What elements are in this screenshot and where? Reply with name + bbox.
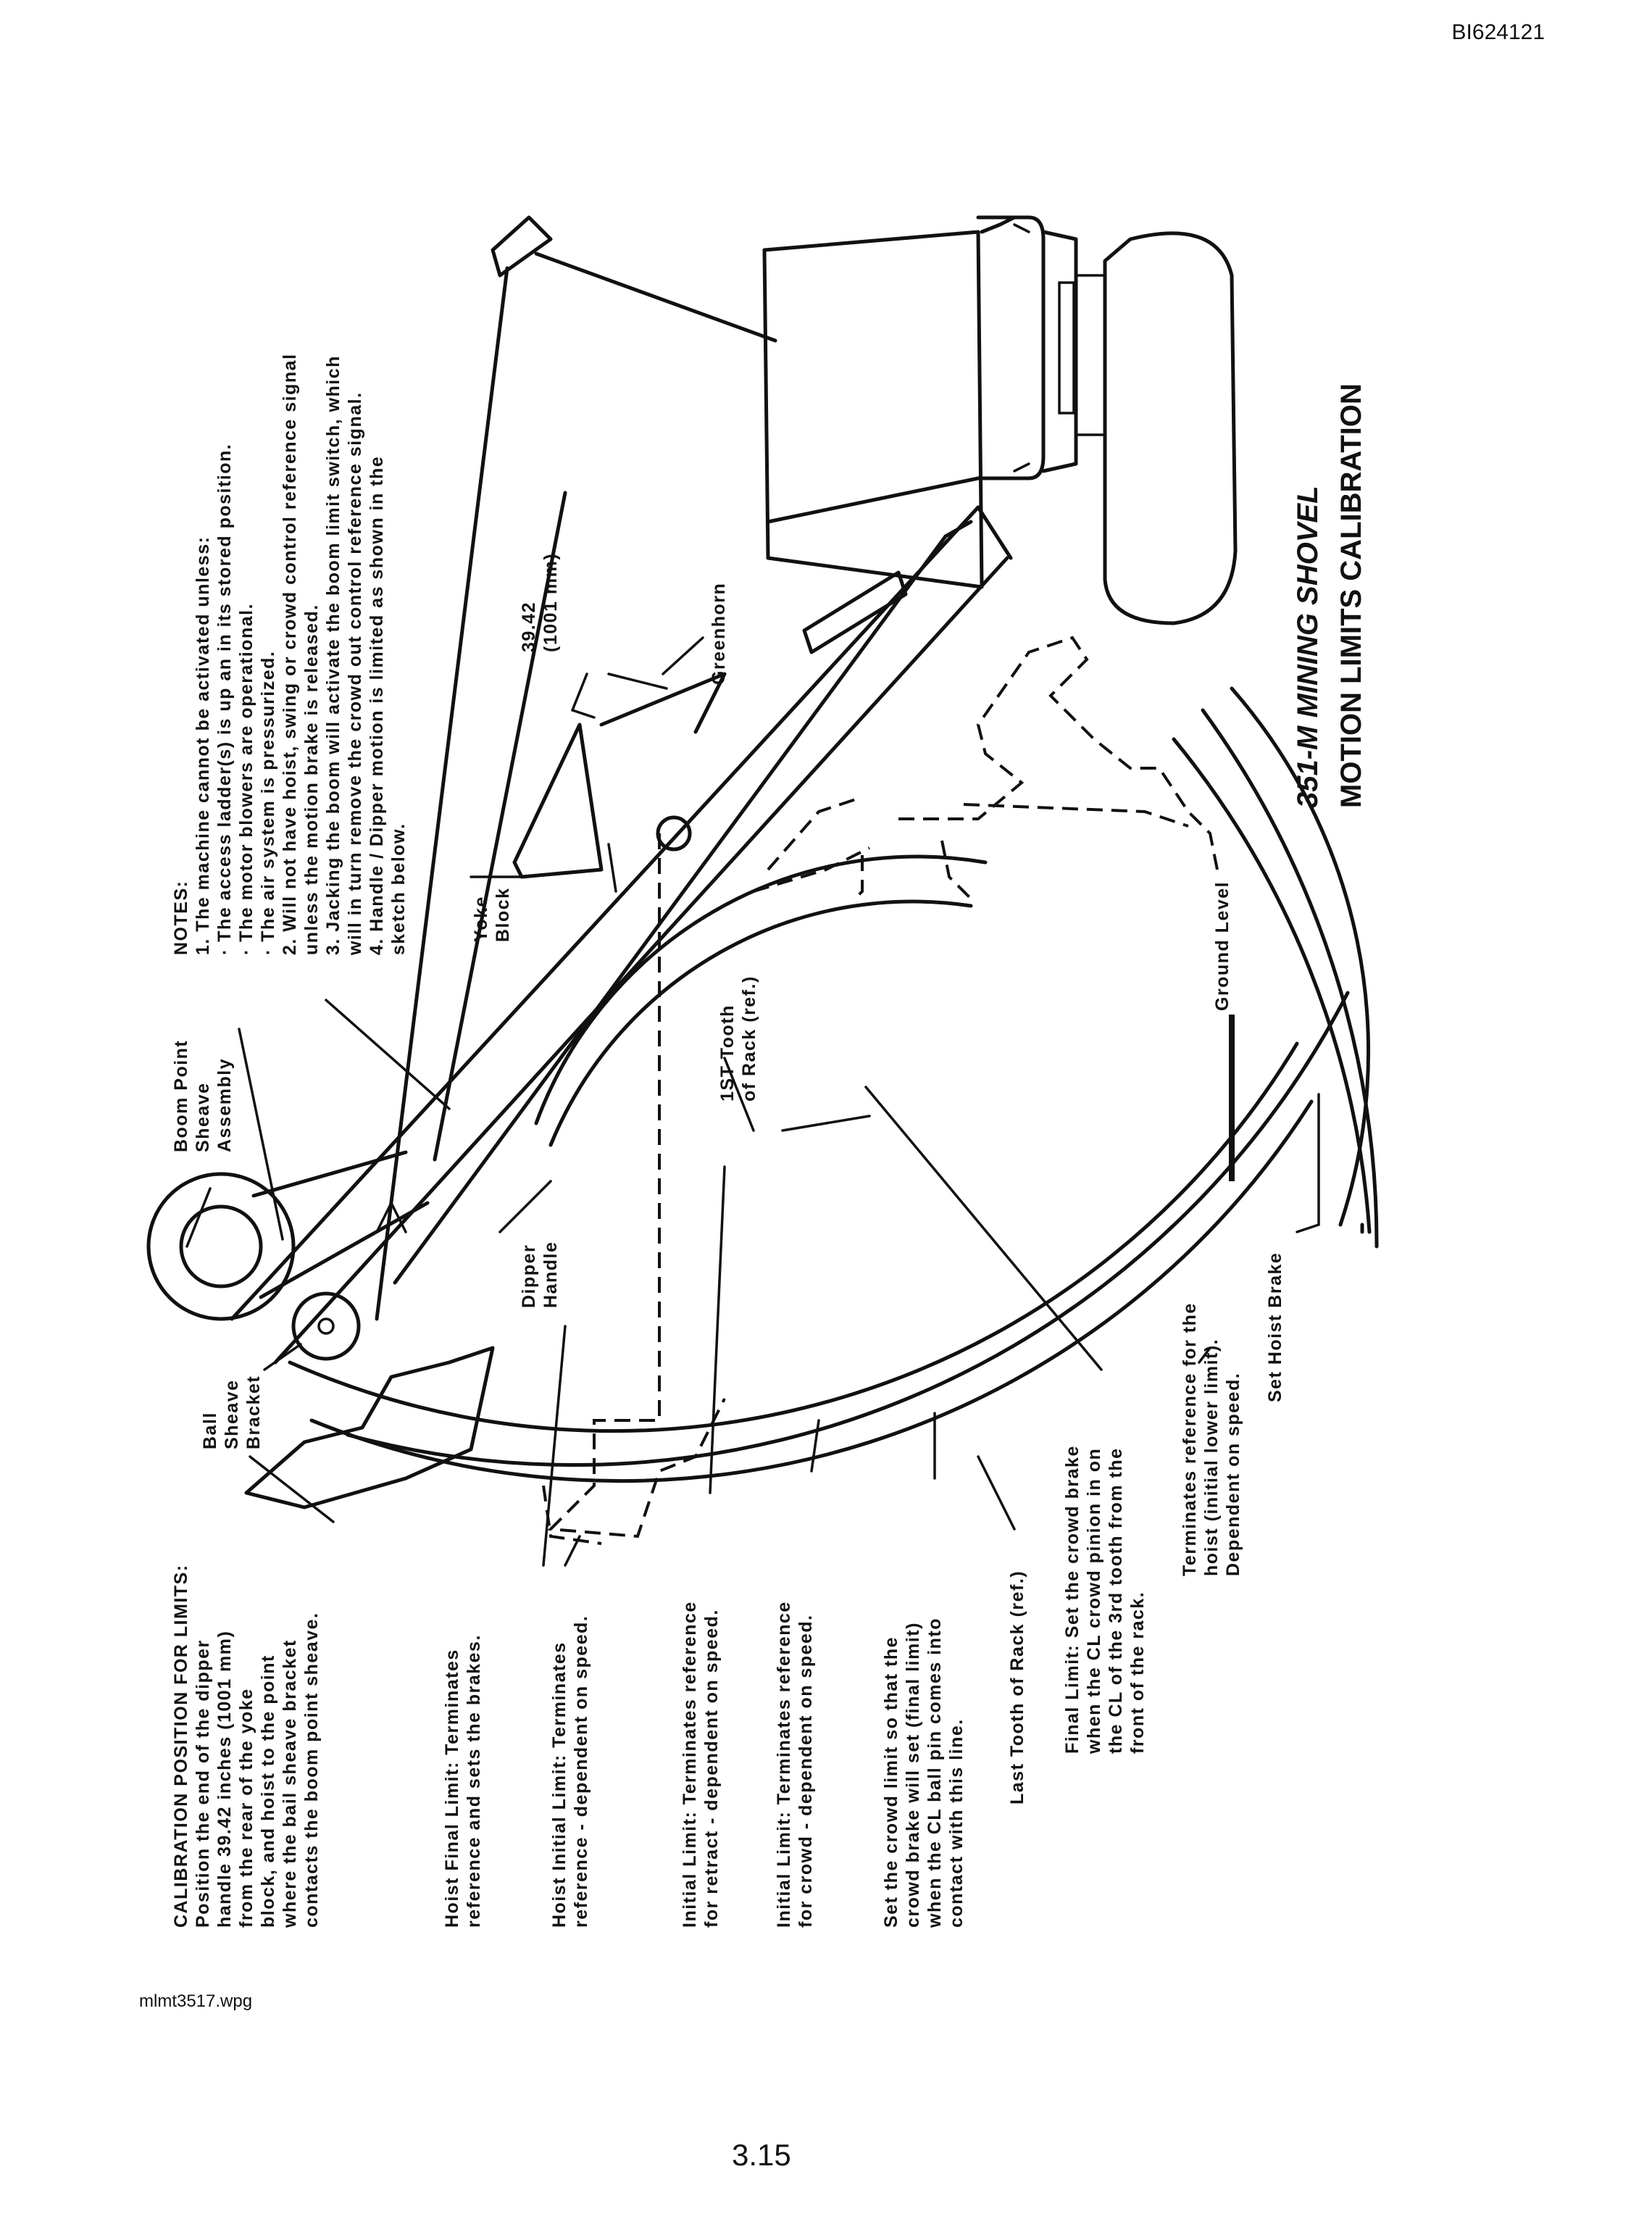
svg-text:Initial Limit: Terminates refe: Initial Limit: Terminates reference xyxy=(774,1601,794,1928)
svg-text:Hoist Final Limit: Terminates: Hoist Final Limit: Terminates xyxy=(442,1649,462,1928)
svg-text:for crowd - dependent on speed: for crowd - dependent on speed. xyxy=(796,1614,816,1928)
document-id: BI624121 xyxy=(1451,20,1545,44)
label-final-limit: Final Limit: Set the crowd brake when th… xyxy=(1062,1445,1148,1754)
notes-line: 2. Will not have hoist, swing or crowd c… xyxy=(280,353,300,955)
svg-text:Assembly: Assembly xyxy=(214,1058,235,1152)
title-line-1: 351-M MINING SHOVEL xyxy=(1292,486,1324,808)
label-first-tooth: 1ST Tooth of Rack (ref.) xyxy=(717,975,759,1102)
label-set-crowd: Set the crowd limit so that the crowd br… xyxy=(881,1617,967,1928)
label-boom-point: Boom Point Sheave Assembly xyxy=(171,1040,235,1152)
calibration-line: contacts the boom point sheave. xyxy=(301,1612,322,1928)
bail-sheave-bracket xyxy=(244,1200,495,1510)
label-greenhorn: Greenhorn xyxy=(709,583,729,685)
svg-text:39.42: 39.42 xyxy=(519,601,539,652)
svg-text:front of the rack.: front of the rack. xyxy=(1127,1591,1148,1754)
label-dipper-handle: Dipper Handle xyxy=(519,1241,561,1308)
svg-text:Handle: Handle xyxy=(541,1241,561,1308)
svg-text:Boom Point: Boom Point xyxy=(171,1040,191,1152)
svg-text:when the CL crowd pinion in on: when the CL crowd pinion in on xyxy=(1084,1448,1104,1754)
svg-text:Hoist Initial Limit: Terminate: Hoist Initial Limit: Terminates xyxy=(549,1641,570,1928)
svg-text:Set the crowd limit so that th: Set the crowd limit so that the xyxy=(881,1636,901,1928)
svg-text:reference and sets the brakes.: reference and sets the brakes. xyxy=(464,1634,484,1928)
svg-text:Terminates reference for the: Terminates reference for the xyxy=(1180,1302,1200,1576)
label-terminates-hoist: Terminates reference for the hoist (init… xyxy=(1180,1302,1243,1576)
svg-text:Ball: Ball xyxy=(200,1412,220,1449)
title-block: 351-M MINING SHOVEL MOTION LIMITS CALIBR… xyxy=(1292,383,1367,808)
notes-line: · The motor blowers are operational. xyxy=(236,603,256,955)
label-initial-crowd: Initial Limit: Terminates reference for … xyxy=(774,1601,816,1928)
svg-text:Greenhorn: Greenhorn xyxy=(709,583,729,685)
calibration-line: handle 39.42 inches (1001 mm) xyxy=(214,1631,235,1928)
boom xyxy=(375,215,980,1321)
svg-text:Ground Level: Ground Level xyxy=(1212,881,1232,1011)
label-set-hoist-brake: Set Hoist Brake xyxy=(1265,1252,1285,1402)
svg-text:the CL of the 3rd tooth from t: the CL of the 3rd tooth from the xyxy=(1106,1447,1126,1754)
label-initial-retract: Initial Limit: Terminates reference for … xyxy=(680,1601,722,1928)
calibration-line: block, and hoist to the point xyxy=(258,1654,278,1928)
svg-text:for retract - dependent on spe: for retract - dependent on speed. xyxy=(701,1609,722,1928)
svg-text:Sheave: Sheave xyxy=(222,1379,242,1449)
svg-text:Final Limit: Set the crowd bra: Final Limit: Set the crowd brake xyxy=(1062,1445,1082,1754)
svg-text:hoist (initial lower limit).: hoist (initial lower limit). xyxy=(1201,1338,1222,1576)
svg-text:Block: Block xyxy=(493,887,513,942)
ground-lines xyxy=(1172,708,1379,1249)
label-yoke-block: Yoke Block xyxy=(471,887,513,942)
notes-block: NOTES: 1. The machine cannot be activate… xyxy=(171,353,409,956)
svg-text:Dependent on speed.: Dependent on speed. xyxy=(1223,1373,1243,1576)
notes-line: sketch below. xyxy=(388,823,409,955)
svg-text:of Rack (ref.): of Rack (ref.) xyxy=(739,975,759,1102)
dashed-envelope xyxy=(542,636,1219,1545)
notes-line: · The air system is pressurized. xyxy=(258,651,278,955)
label-hoist-initial: Hoist Initial Limit: Terminates referenc… xyxy=(549,1615,591,1928)
notes-line: 3. Jacking the boom will activate the bo… xyxy=(323,355,343,955)
calibration-line: CALIBRATION POSITION FOR LIMITS: xyxy=(171,1564,191,1928)
label-ground-level: Ground Level xyxy=(1212,881,1232,1011)
notes-line: unless the motion brake is released. xyxy=(301,604,322,955)
svg-text:contact with this line.: contact with this line. xyxy=(946,1718,967,1928)
rack-arcs xyxy=(288,686,1371,1483)
svg-text:Bracket: Bracket xyxy=(243,1375,264,1449)
machine-house xyxy=(762,215,1238,625)
yoke-block xyxy=(512,672,727,879)
notes-line: 4. Handle / Dipper motion is limited as … xyxy=(367,456,387,955)
svg-text:Set Hoist Brake: Set Hoist Brake xyxy=(1265,1252,1285,1402)
label-ball-sheave: Ball Sheave Bracket xyxy=(200,1375,264,1449)
leader-lines xyxy=(185,636,1320,1567)
calibration-line: where the bail sheave bracket xyxy=(280,1639,300,1928)
svg-text:reference - dependent on speed: reference - dependent on speed. xyxy=(571,1615,591,1928)
label-last-tooth: Last Tooth of Rack (ref.) xyxy=(1007,1570,1027,1804)
title-line-2: MOTION LIMITS CALIBRATION xyxy=(1335,383,1367,808)
label-dimension: 39.42 (1001 mm) xyxy=(519,553,561,652)
svg-text:Dipper: Dipper xyxy=(519,1244,539,1308)
svg-text:Yoke: Yoke xyxy=(471,896,491,942)
calibration-line: Position the end of the dipper xyxy=(193,1639,213,1928)
notes-line: · The access ladder(s) is up an in its s… xyxy=(214,444,235,955)
svg-text:1ST Tooth: 1ST Tooth xyxy=(717,1004,738,1102)
label-hoist-final: Hoist Final Limit: Terminates reference … xyxy=(442,1634,484,1928)
svg-text:when the CL ball pin comes int: when the CL ball pin comes into xyxy=(925,1617,945,1928)
svg-text:Sheave: Sheave xyxy=(193,1082,213,1152)
notes-line: 1. The machine cannot be activated unles… xyxy=(193,536,213,955)
notes-line: NOTES: xyxy=(171,880,191,955)
file-name: mlmt3517.wpg xyxy=(139,1991,253,2011)
calibration-block: CALIBRATION POSITION FOR LIMITS: Positio… xyxy=(171,1564,322,1928)
page-number: 3.15 xyxy=(732,2138,791,2172)
notes-line: will in turn remove the crowd out contro… xyxy=(345,391,365,956)
svg-text:crowd brake will set (final li: crowd brake will set (final limit) xyxy=(903,1622,923,1928)
svg-text:(1001 mm): (1001 mm) xyxy=(541,553,561,652)
svg-text:Initial Limit: Terminates refe: Initial Limit: Terminates reference xyxy=(680,1601,700,1928)
svg-text:Last Tooth of Rack (ref.): Last Tooth of Rack (ref.) xyxy=(1007,1570,1027,1804)
calibration-line: from the rear of the yoke xyxy=(236,1688,256,1928)
